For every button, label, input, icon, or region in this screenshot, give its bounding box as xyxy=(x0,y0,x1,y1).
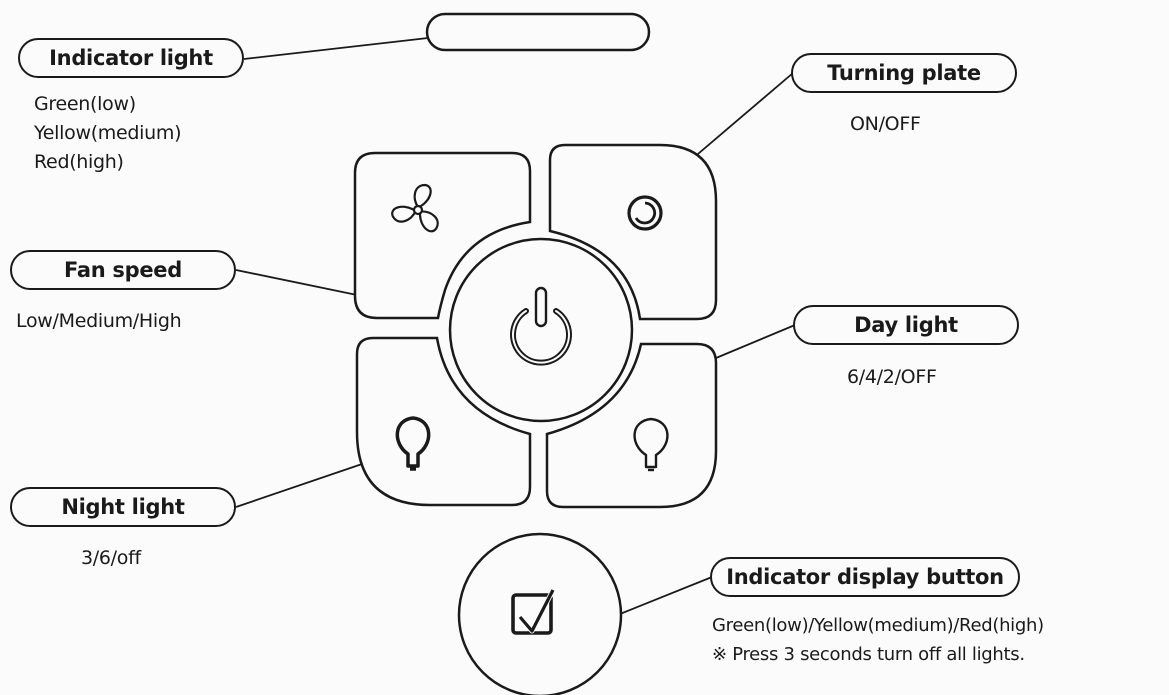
indicator-light-description: Green(low) Yellow(medium) Red(high) xyxy=(34,90,182,177)
turning-plate-label: Turning plate xyxy=(791,53,1017,93)
indicator-display-button-description: Green(low)/Yellow(medium)/Red(high) ※ Pr… xyxy=(712,611,1044,669)
indicator-display-line-1: Green(low)/Yellow(medium)/Red(high) xyxy=(712,615,1044,636)
day-light-bulb-icon xyxy=(633,417,669,472)
leader-lines xyxy=(235,37,796,619)
night-light-bulb-icon xyxy=(395,416,431,471)
power-icon xyxy=(510,286,572,366)
day-light-button xyxy=(545,342,718,509)
night-light-description: 3/6/off xyxy=(81,547,141,569)
indicator-light-line-2: Yellow(medium) xyxy=(34,122,182,144)
fan-speed-description: Low/Medium/High xyxy=(16,310,182,332)
indicator-light-line-1: Green(low) xyxy=(34,93,136,115)
leader-indicator-light xyxy=(243,37,429,60)
indicator-light-label: Indicator light xyxy=(18,38,244,78)
turning-plate-description: ON/OFF xyxy=(850,113,921,135)
indicator-display-line-2: ※ Press 3 seconds turn off all lights. xyxy=(712,644,1025,665)
night-light-label: Night light xyxy=(10,487,236,527)
indicator-display-button-label: Indicator display button xyxy=(710,557,1020,597)
power-button xyxy=(448,237,634,423)
day-light-label: Day light xyxy=(793,305,1019,345)
oscillation-icon xyxy=(627,195,663,231)
leader-turning-plate xyxy=(684,72,794,166)
indicator-light-line-3: Red(high) xyxy=(34,151,124,173)
leader-day-light xyxy=(715,324,796,359)
fan-icon xyxy=(391,183,439,233)
indicator-light-bar xyxy=(425,12,651,52)
leader-night-light xyxy=(235,462,366,508)
indicator-display-icon xyxy=(511,588,556,635)
turning-plate-button xyxy=(548,143,718,321)
fan-speed-label: Fan speed xyxy=(10,250,236,290)
fan-speed-button xyxy=(353,151,532,320)
day-light-description: 6/4/2/OFF xyxy=(847,366,937,388)
leader-display-button xyxy=(609,576,713,619)
leader-fan-speed xyxy=(235,269,358,296)
night-light-button xyxy=(355,336,532,507)
